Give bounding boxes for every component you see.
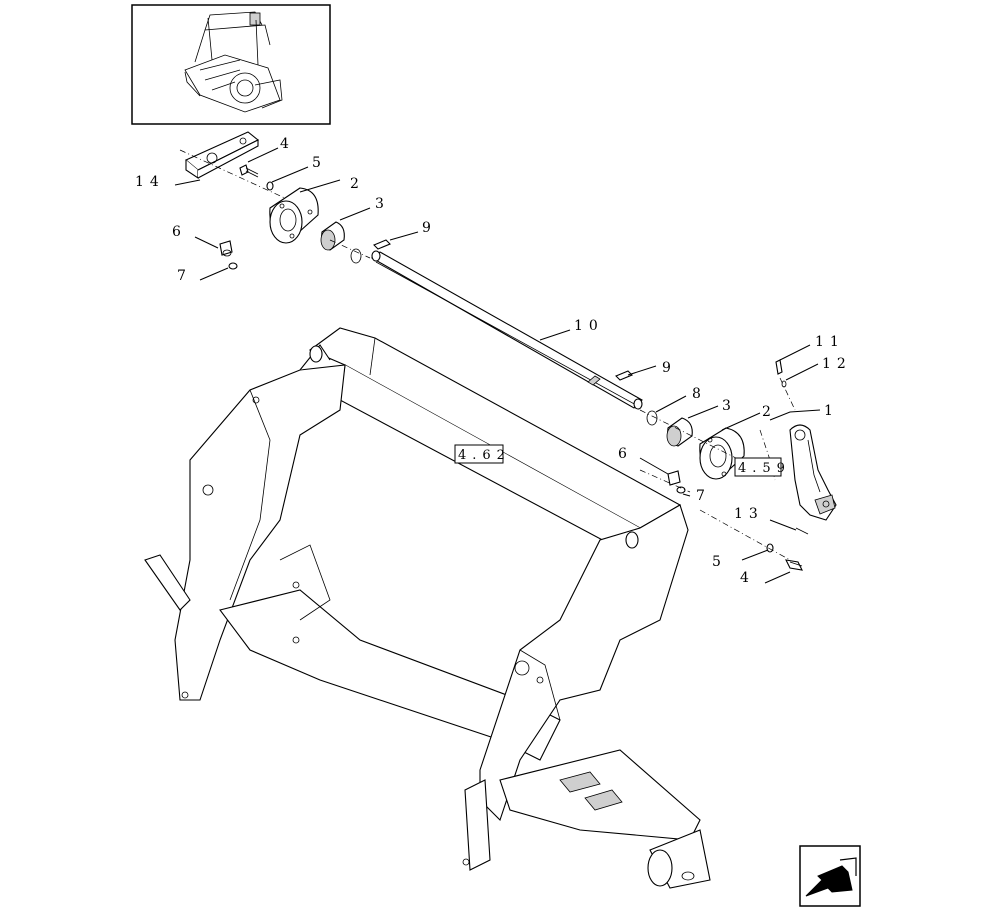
part-9-key-upper[interactable]: [373, 239, 391, 250]
callout-13[interactable]: 13: [734, 506, 764, 522]
part-11-screw[interactable]: [775, 359, 783, 375]
thumbnail-machine-sketch: [184, 11, 283, 113]
part-5-washer-lower[interactable]: [766, 543, 774, 553]
callout-11[interactable]: 11: [815, 334, 845, 350]
callout-4-lower[interactable]: 4: [740, 570, 755, 586]
part-3-bearing-lower[interactable]: [666, 417, 693, 447]
part-6-grease-fitting-upper[interactable]: [219, 240, 233, 257]
arrow-icon: [805, 865, 853, 897]
part-3-bearing-upper[interactable]: [320, 221, 345, 251]
previous-page-arrow-button[interactable]: [799, 845, 861, 907]
thumbnail-inset[interactable]: [131, 4, 331, 125]
reference-box-arm[interactable]: 4.59: [734, 457, 791, 477]
part-2-flange-upper[interactable]: [269, 187, 319, 244]
callout-10[interactable]: 10: [574, 318, 604, 334]
callout-4-upper[interactable]: 4: [280, 136, 295, 152]
part-10-shaft[interactable]: [329, 239, 643, 410]
part-7-cap-upper[interactable]: [228, 262, 238, 270]
reference-label-arm: 4.59: [738, 461, 791, 476]
callout-7-lower[interactable]: 7: [696, 488, 711, 504]
part-9-key-lower[interactable]: [615, 370, 633, 381]
part-2-flange-lower[interactable]: [699, 427, 745, 480]
callout-7-upper[interactable]: 7: [177, 268, 192, 284]
reference-box-frame[interactable]: 4.62: [454, 444, 511, 464]
part-4-bolt-upper[interactable]: [239, 164, 259, 178]
callout-5-upper[interactable]: 5: [312, 155, 327, 171]
main-frame[interactable]: [144, 327, 711, 889]
part-14-bracket[interactable]: [179, 131, 301, 206]
reference-label-frame: 4.62: [458, 448, 511, 463]
callout-2-upper[interactable]: 2: [350, 176, 365, 192]
callout-12[interactable]: 12: [822, 356, 852, 372]
callouts: 14 4 5 2 3 9 6 7 10 9 8 3 2 6 7 1 11 12 …: [135, 136, 852, 586]
callout-3-upper[interactable]: 3: [375, 196, 390, 212]
callout-6-lower[interactable]: 6: [618, 446, 633, 462]
part-5-washer-upper[interactable]: [266, 181, 274, 191]
part-6-grease-fitting-lower[interactable]: [667, 470, 681, 486]
callout-1[interactable]: 1: [824, 403, 839, 419]
part-7-cap-lower[interactable]: [676, 486, 686, 494]
callout-14[interactable]: 14: [135, 174, 165, 190]
callout-6-upper[interactable]: 6: [172, 224, 187, 240]
callout-2-lower[interactable]: 2: [762, 404, 777, 420]
part-8-snapring-upper[interactable]: [350, 248, 362, 264]
callout-5-lower[interactable]: 5: [712, 554, 727, 570]
part-13-pin[interactable]: [795, 527, 809, 535]
leader-lines: [174, 147, 821, 584]
callout-8[interactable]: 8: [692, 386, 707, 402]
part-8-snapring-lower[interactable]: [646, 410, 658, 426]
callout-9-lower[interactable]: 9: [662, 360, 677, 376]
part-4-bolt-lower[interactable]: [785, 559, 803, 571]
callout-9-upper[interactable]: 9: [422, 220, 437, 236]
callout-3-lower[interactable]: 3: [722, 398, 737, 414]
